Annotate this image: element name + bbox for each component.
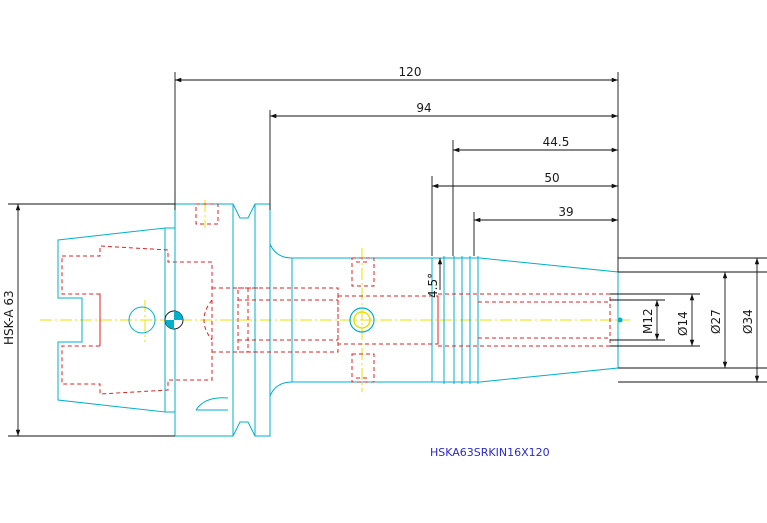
clamp-screw-top — [351, 257, 375, 287]
clamp-screw-bottom — [351, 353, 375, 383]
dim-taper-angle-text: 4.5° — [426, 273, 440, 298]
dim-dia-14: Ø14 — [676, 294, 695, 346]
dim-taper-angle: 4.5° — [426, 258, 443, 298]
dim-overall-length-text: 120 — [399, 65, 422, 79]
dim-44-5: 44.5 — [453, 135, 618, 153]
dim-dia-27-text: Ø27 — [709, 309, 723, 334]
flange-hidden — [195, 203, 258, 353]
hsk-internal-hidden — [61, 245, 213, 395]
dim-shank-length: 94 — [270, 101, 618, 119]
dim-50-text: 50 — [544, 171, 559, 185]
dim-shank-length-text: 94 — [416, 101, 431, 115]
dim-interface-text: HSK-A 63 — [2, 290, 16, 345]
hsk-shank-outline — [57, 227, 175, 413]
body-outline — [269, 204, 433, 436]
part-number: HSKA63SRKIN16X120 — [430, 446, 550, 459]
dim-thread-text: M12 — [641, 308, 655, 334]
dim-overall-length: 120 — [175, 65, 618, 83]
body-hidden-bore — [237, 287, 439, 353]
dim-thread: M12 — [641, 300, 660, 340]
dim-dia-34-text: Ø34 — [741, 309, 755, 334]
dim-dia-27: Ø27 — [709, 272, 728, 368]
dim-dia-14-text: Ø14 — [676, 311, 690, 336]
dim-39: 39 — [474, 205, 618, 223]
extension-lines — [8, 72, 767, 437]
dim-interface: HSK-A 63 — [2, 204, 21, 436]
cross-hole — [349, 307, 375, 333]
orientation-mark — [164, 310, 184, 330]
tool-bore-hidden — [437, 293, 611, 347]
dim-44-5-text: 44.5 — [543, 135, 570, 149]
coolant-bore-circle — [128, 306, 156, 334]
dim-50: 50 — [432, 171, 618, 189]
bore-end-point — [617, 317, 623, 323]
dim-dia-34: Ø34 — [741, 258, 760, 382]
dim-39-text: 39 — [558, 205, 573, 219]
